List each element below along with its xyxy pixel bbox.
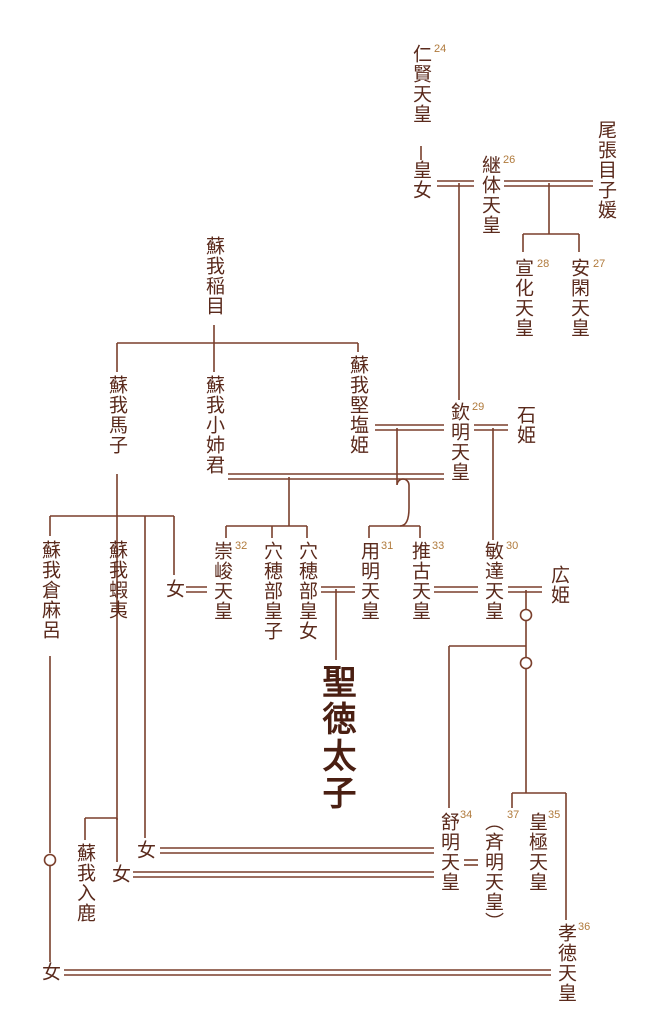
person-ankan: 安閑天皇 <box>568 258 590 338</box>
number-jomei: 34 <box>460 809 473 821</box>
person-kotoku: 孝徳天皇 <box>555 923 577 1003</box>
person-iruka: 蘇我入鹿 <box>74 843 96 923</box>
person-ishi: 石姫 <box>514 405 536 445</box>
number-keitai: 26 <box>503 154 516 166</box>
generation-gap-circle <box>519 608 533 622</box>
generation-gap-circle <box>519 656 533 670</box>
person-anahobe-ouji: 穴穂部皇子 <box>261 541 283 641</box>
number-kinmei: 29 <box>472 401 485 413</box>
person-shotoku: 聖徳太子 <box>316 664 356 812</box>
person-hiro: 広姫 <box>548 565 570 605</box>
number-bidatsu: 30 <box>506 540 519 552</box>
person-youmei: 用明天皇 <box>358 541 380 621</box>
person-anahobe-koujo: 穴穂部皇女 <box>296 541 318 641</box>
person-onna-jomei1: 女 <box>134 840 156 860</box>
person-umako: 蘇我馬子 <box>106 375 128 455</box>
person-bidatsu: 敏達天皇 <box>482 541 504 621</box>
number-youmei: 31 <box>381 540 394 552</box>
number-suiko: 33 <box>432 540 445 552</box>
number-kogyoku: 35 <box>548 809 561 821</box>
person-ninken: 仁賢天皇 <box>410 44 432 124</box>
person-iname: 蘇我稲目 <box>203 236 225 316</box>
number-ninken: 24 <box>434 43 447 55</box>
person-kogyoku: 皇極天皇 <box>526 812 548 892</box>
person-suiko: 推古天皇 <box>409 541 431 621</box>
person-onna-sushun: 女 <box>163 579 185 599</box>
person-kitashi: 蘇我堅塩姫 <box>347 355 369 455</box>
person-jomei: 舒明天皇 <box>438 812 460 892</box>
person-koujo: 皇女 <box>410 160 432 200</box>
person-owari: 尾張目子媛 <box>595 120 617 220</box>
person-keitai: 継体天皇 <box>479 155 501 235</box>
number-sushun: 32 <box>235 540 248 552</box>
person-onna-jomei2: 女 <box>109 864 131 884</box>
person-sushun: 崇峻天皇 <box>211 541 233 621</box>
number-senka: 28 <box>537 258 550 270</box>
generation-gap-circle <box>43 853 57 867</box>
person-onna-kotoku: 女 <box>39 962 61 982</box>
person-senka: 宣化天皇 <box>512 258 534 338</box>
person-kinmei: 欽明天皇 <box>448 402 470 482</box>
person-saimei: （斉明天皇） <box>482 812 504 932</box>
number-ankan: 27 <box>593 258 606 270</box>
person-kuramaro: 蘇我倉麻呂 <box>39 540 61 640</box>
number-saimei: 37 <box>507 809 520 821</box>
line-kitashi-children <box>396 428 410 527</box>
person-emishi: 蘇我蝦夷 <box>106 540 128 620</box>
number-kotoku: 36 <box>578 921 591 933</box>
person-oane: 蘇我小姉君 <box>203 375 225 475</box>
